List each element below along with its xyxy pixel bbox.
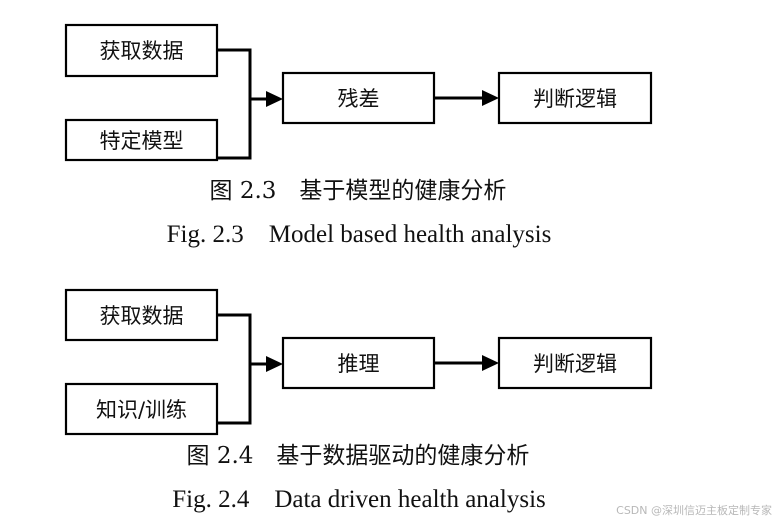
arrow-icon [482,355,499,371]
input-box-2-label: 知识/训练 [96,398,187,422]
process-box: 推理 [281,336,436,390]
process-box-label: 残差 [338,87,380,111]
caption-en: Fig. 2.4 Data driven health analysis [172,486,546,513]
arrow-icon [266,91,283,107]
caption-cn: 图 2.3 基于模型的健康分析 [210,178,507,204]
caption-cn: 图 2.4 基于数据驱动的健康分析 [187,443,530,469]
arrow-icon [482,90,499,106]
merge-connector [217,48,252,160]
process-box: 残差 [281,71,436,125]
process-box-label: 推理 [338,352,380,376]
output-box-label: 判断逻辑 [533,87,617,111]
input-box-2-label: 特定模型 [100,129,184,153]
input-box-1-label: 获取数据 [100,304,184,328]
watermark: CSDN @深圳信迈主板定制专家 [616,503,772,517]
input-box-2: 知识/训练 [64,382,219,436]
input-box-1: 获取数据 [64,288,219,342]
merge-connector [217,313,252,425]
input-box-2: 特定模型 [64,118,219,162]
output-box: 判断逻辑 [497,336,653,390]
figure-2-4: 获取数据 知识/训练 推理 判断逻辑 图 2.4 基于数据驱动的健康分析 Fig… [64,288,653,513]
output-box: 判断逻辑 [497,71,653,125]
output-box-label: 判断逻辑 [533,352,617,376]
input-box-1-label: 获取数据 [100,39,184,63]
figure-2-3: 获取数据 特定模型 残差 判断逻辑 图 2.3 基于模型的健康分析 Fig. 2… [64,23,653,248]
input-box-1: 获取数据 [64,23,219,78]
arrow-icon [266,356,283,372]
caption-en: Fig. 2.3 Model based health analysis [167,221,552,248]
